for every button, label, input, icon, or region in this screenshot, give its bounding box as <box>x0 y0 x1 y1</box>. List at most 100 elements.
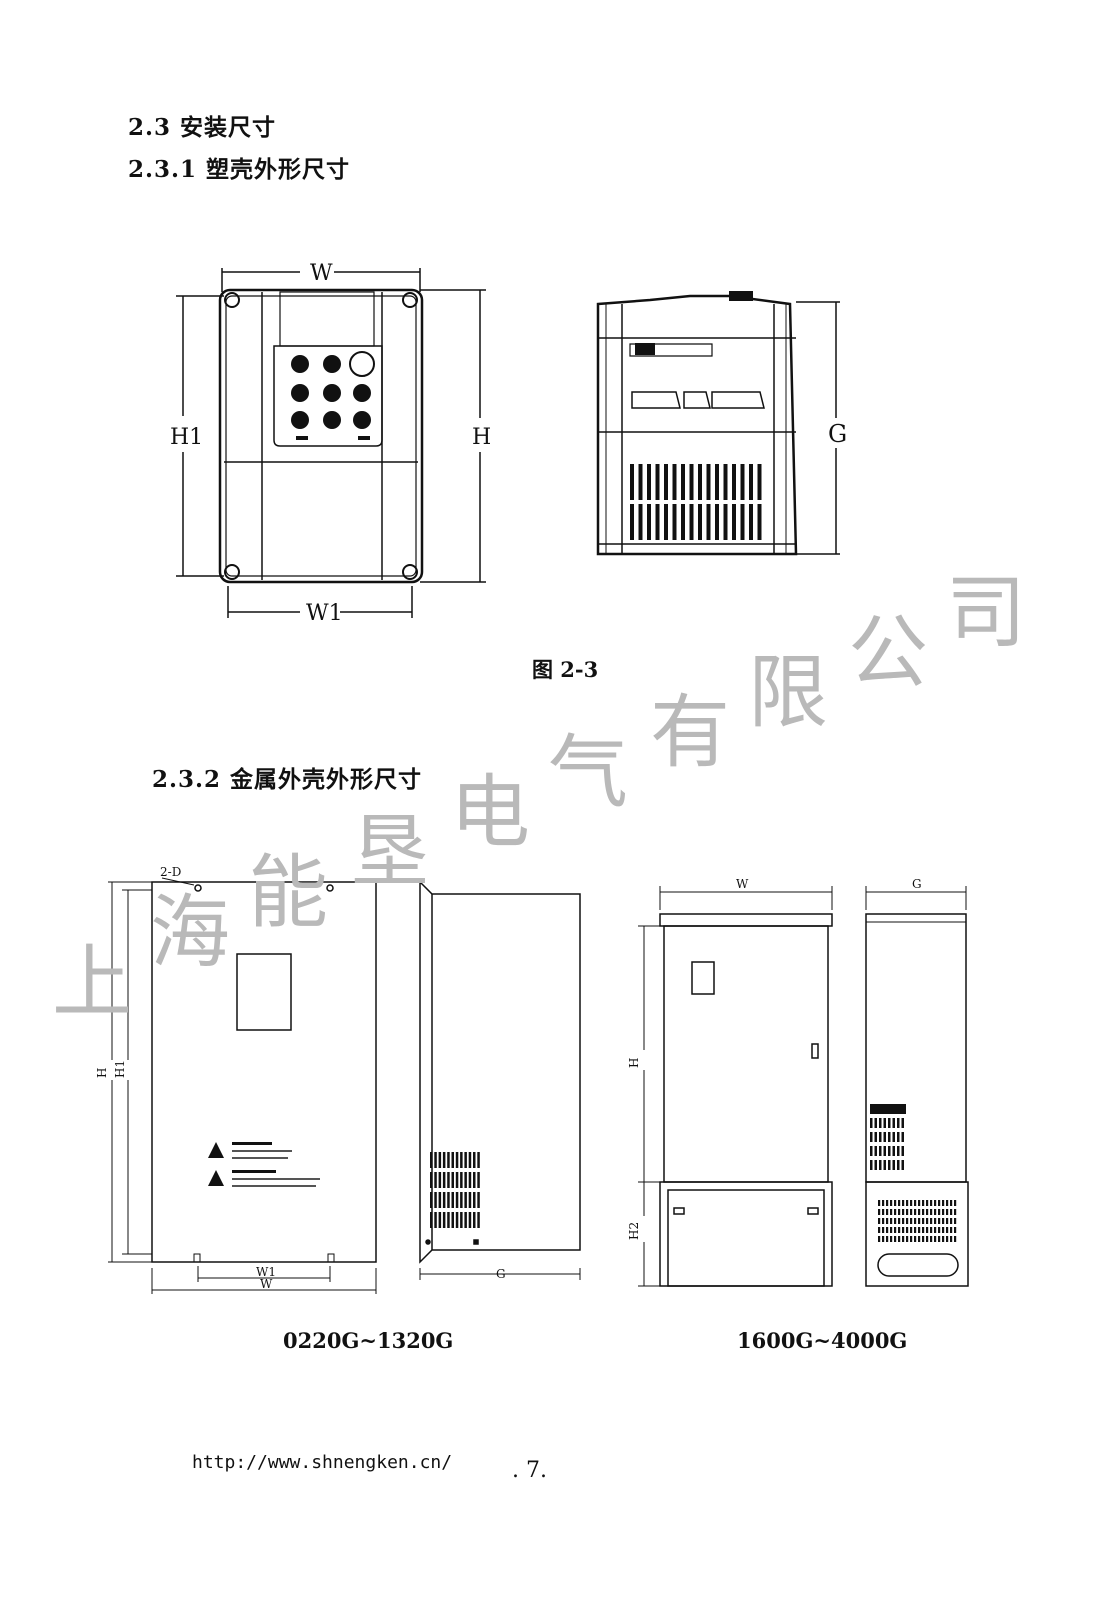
vent-slot <box>918 1200 921 1206</box>
company-watermark: 上海能垦电气有限公司 <box>52 566 1026 1029</box>
vent-slot <box>897 1132 900 1142</box>
vent-slot <box>914 1227 917 1233</box>
vent-slot <box>468 1212 472 1228</box>
vent-slot <box>894 1236 897 1242</box>
vent-slot <box>434 1212 437 1228</box>
vent-slot <box>455 1172 459 1188</box>
vent-slot <box>464 1172 467 1188</box>
vent-slot <box>442 1172 446 1188</box>
vent-slot <box>942 1236 945 1242</box>
vent-slot <box>460 1152 463 1168</box>
vent-slot <box>630 464 634 500</box>
vent-slot <box>934 1200 937 1206</box>
vent-slot <box>942 1200 945 1206</box>
label-large-g: G <box>912 877 922 891</box>
vent-slot <box>910 1218 913 1224</box>
vent-slot <box>434 1152 437 1168</box>
vent-slot <box>882 1209 885 1215</box>
vent-slot <box>954 1236 957 1242</box>
vent-slot <box>882 1200 885 1206</box>
vent-slot <box>914 1218 917 1224</box>
vent-slot <box>468 1172 472 1188</box>
subsection-heading-plastic: 2.3.1 塑壳外形尺寸 <box>128 156 351 183</box>
vent-slot <box>430 1212 433 1228</box>
vent-slot <box>910 1227 913 1233</box>
vent-slot <box>464 1152 467 1168</box>
vent-slot <box>930 1218 933 1224</box>
watermark-char: 海 <box>150 886 230 979</box>
footer-url[interactable]: http://www.shnengken.cn/ <box>192 1452 453 1473</box>
vent-slot <box>946 1227 949 1233</box>
vent-slot <box>946 1236 949 1242</box>
vent-slot <box>455 1192 459 1208</box>
vent-slot <box>870 1118 873 1128</box>
plastic-front-view <box>176 268 486 618</box>
metal-small-side-view <box>419 880 581 1280</box>
section-heading: 2.3 安装尺寸 <box>128 114 277 141</box>
vent-slot <box>886 1236 889 1242</box>
vent-slot <box>890 1218 893 1224</box>
vent-slot <box>902 1209 905 1215</box>
watermark-char: 限 <box>748 646 828 739</box>
label-large-h2: H2 <box>627 1222 641 1240</box>
subsection-heading-metal: 2.3.2 金属外壳外形尺寸 <box>152 766 423 793</box>
watermark-char: 能 <box>248 846 328 939</box>
metal-small-front-view <box>108 877 377 1294</box>
vent-slot <box>638 464 643 500</box>
vent-slot <box>892 1118 895 1128</box>
vent-slot <box>477 1212 480 1228</box>
vent-slot <box>938 1218 941 1224</box>
vent-slot <box>886 1227 889 1233</box>
vent-slot <box>698 464 702 500</box>
vent-slot <box>473 1192 476 1208</box>
vent-slot <box>878 1227 881 1233</box>
vent-slot <box>918 1218 921 1224</box>
vent-slot <box>918 1209 921 1215</box>
vent-slot <box>878 1236 881 1242</box>
vent-slot <box>926 1218 929 1224</box>
vent-slot <box>664 504 668 540</box>
vent-slot <box>455 1152 459 1168</box>
vent-slot <box>438 1172 442 1188</box>
vent-slot <box>897 1118 900 1128</box>
label-large-h: H <box>627 1058 641 1068</box>
vent-slot <box>468 1192 472 1208</box>
watermark-char: 司 <box>946 566 1026 659</box>
vent-slot <box>430 1172 433 1188</box>
vent-slot <box>898 1227 901 1233</box>
vent-slot <box>890 1236 893 1242</box>
vent-slot <box>464 1212 467 1228</box>
vent-slot <box>434 1192 437 1208</box>
metal-small-side-vents <box>430 1152 480 1228</box>
vent-slot <box>906 1200 909 1206</box>
vent-slot <box>740 464 745 500</box>
caption-large-model: 1600G~4000G <box>737 1328 908 1353</box>
vent-slot <box>902 1200 905 1206</box>
vent-slot <box>894 1227 897 1233</box>
plastic-side-vents <box>630 464 762 540</box>
vent-slot <box>942 1209 945 1215</box>
warning-label <box>208 1142 320 1187</box>
vent-slot <box>914 1236 917 1242</box>
vent-slot <box>870 1132 873 1142</box>
vent-slot <box>906 1218 909 1224</box>
vent-slot <box>918 1227 921 1233</box>
vent-slot <box>882 1227 885 1233</box>
vent-slot <box>902 1236 905 1242</box>
vent-slot <box>888 1118 891 1128</box>
vent-slot <box>906 1209 909 1215</box>
vent-slot <box>447 1152 450 1168</box>
vent-slot <box>942 1218 945 1224</box>
vent-slot <box>954 1227 957 1233</box>
vent-slot <box>901 1118 904 1128</box>
vent-slot <box>473 1152 476 1168</box>
vent-slot <box>886 1218 889 1224</box>
vent-slot <box>883 1146 886 1156</box>
vent-slot <box>879 1132 882 1142</box>
vent-slot <box>892 1160 895 1170</box>
vent-slot <box>879 1146 882 1156</box>
vent-slot <box>901 1146 904 1156</box>
vent-slot <box>906 1227 909 1233</box>
vent-slot <box>740 504 745 540</box>
